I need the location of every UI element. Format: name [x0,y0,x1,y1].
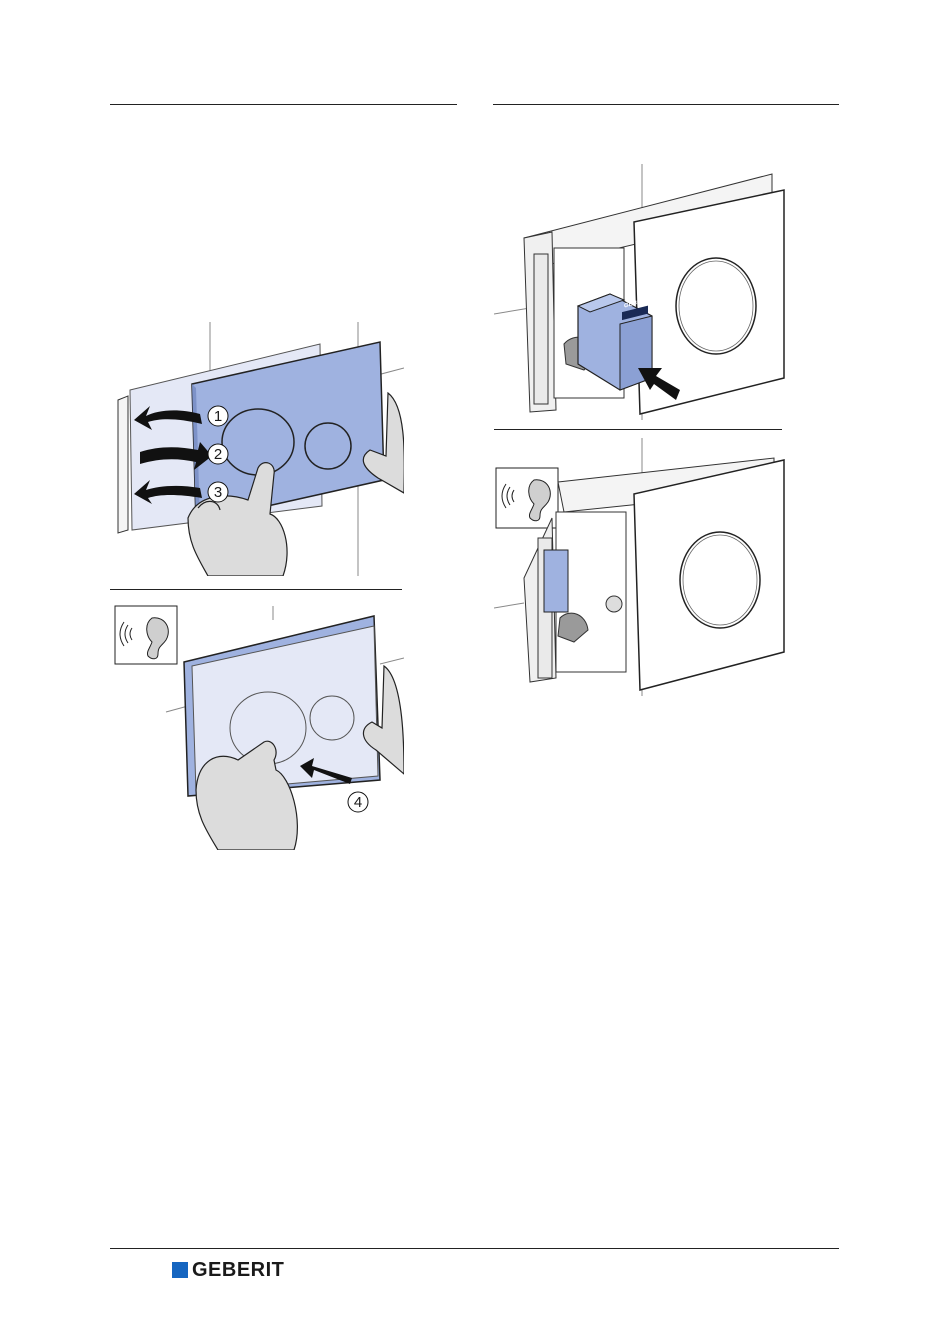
step-marker-4: 4 [348,792,368,812]
svg-text:2: 2 [214,446,222,463]
electronic-module-installed [544,550,568,612]
left-mid-rule [110,589,402,590]
svg-text:4: 4 [354,794,362,811]
ear-icon [496,468,558,528]
svg-text:3: 3 [214,484,222,501]
small-flush-button [305,423,351,469]
illustration-module-seated [494,438,788,696]
footer-rule [110,1248,839,1249]
remove-plate-svg: 1 2 3 [108,318,404,576]
step-marker-3: 3 [208,482,228,502]
large-flush-button [222,409,294,475]
attach-plate-svg: 4 [108,600,404,850]
illustration-attach-plate: 4 [108,600,404,850]
geberit-logo-square [172,1262,188,1278]
step-marker-2: 2 [208,444,228,464]
illustration-remove-plate: 1 2 3 [108,318,404,576]
brand-name: GEBERIT [192,1260,284,1280]
module-seated-svg [494,438,788,696]
ear-icon [115,606,177,664]
actuator-plate-white [634,460,784,690]
right-mid-rule [494,429,782,430]
left-header-rule [110,104,457,105]
insert-module-svg: GEBERIT [494,164,788,420]
illustration-insert-module: GEBERIT [494,164,788,420]
right-header-rule [493,104,839,105]
svg-text:1: 1 [214,408,222,425]
step-marker-1: 1 [208,406,228,426]
geberit-logo: GEBERIT [172,1260,284,1280]
